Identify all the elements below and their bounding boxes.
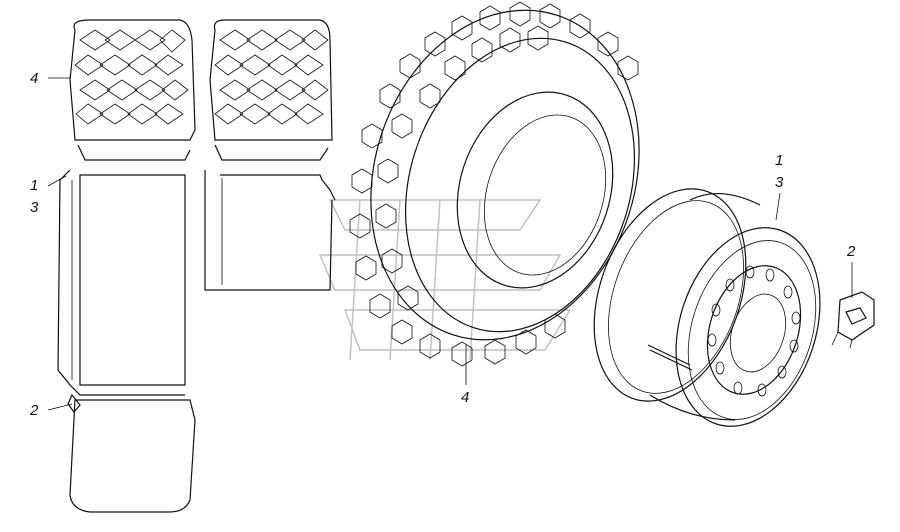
watermark-logo	[318, 199, 572, 361]
stud-holes	[707, 265, 801, 397]
callout-left-1: 1	[30, 177, 38, 194]
callout-right-1: 1	[775, 152, 783, 169]
callout-right-3: 3	[775, 174, 784, 191]
tyre-perspective	[349, 1, 640, 367]
callout-left-3: 3	[30, 199, 39, 216]
tread-pattern	[74, 29, 189, 125]
tyre-tread-blocks	[349, 1, 639, 367]
callout-right-2: 2	[846, 243, 856, 260]
callout-left-2: 2	[29, 402, 39, 419]
clip-part	[831, 291, 875, 349]
leader-lines	[47, 77, 853, 411]
tread-pattern-2	[214, 29, 329, 125]
left-section-view	[57, 19, 196, 513]
middle-section-view	[204, 19, 336, 291]
callout-left-4: 4	[30, 70, 38, 87]
rim-perspective	[593, 188, 821, 427]
callout-center-4: 4	[461, 389, 469, 406]
